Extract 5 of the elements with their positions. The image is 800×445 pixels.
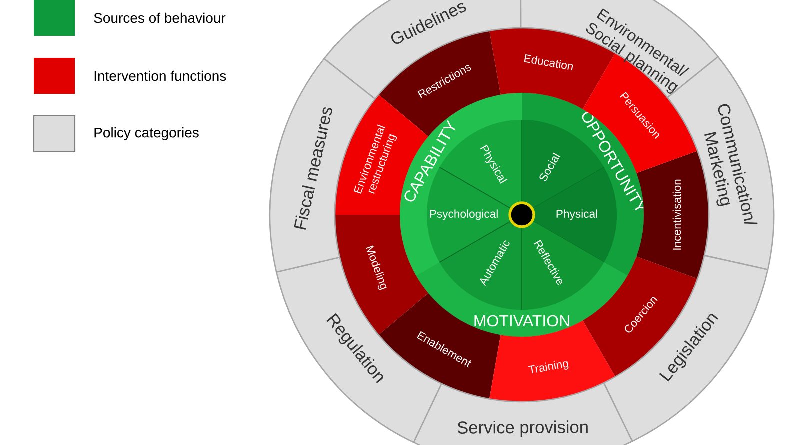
policy-segment: Service provision [413, 382, 634, 445]
node-label: Service provision [458, 420, 588, 438]
legend-label: Sources of behaviour [94, 12, 226, 24]
legend-label: Intervention functions [94, 70, 226, 82]
legend-label: Policy categories [94, 127, 199, 141]
